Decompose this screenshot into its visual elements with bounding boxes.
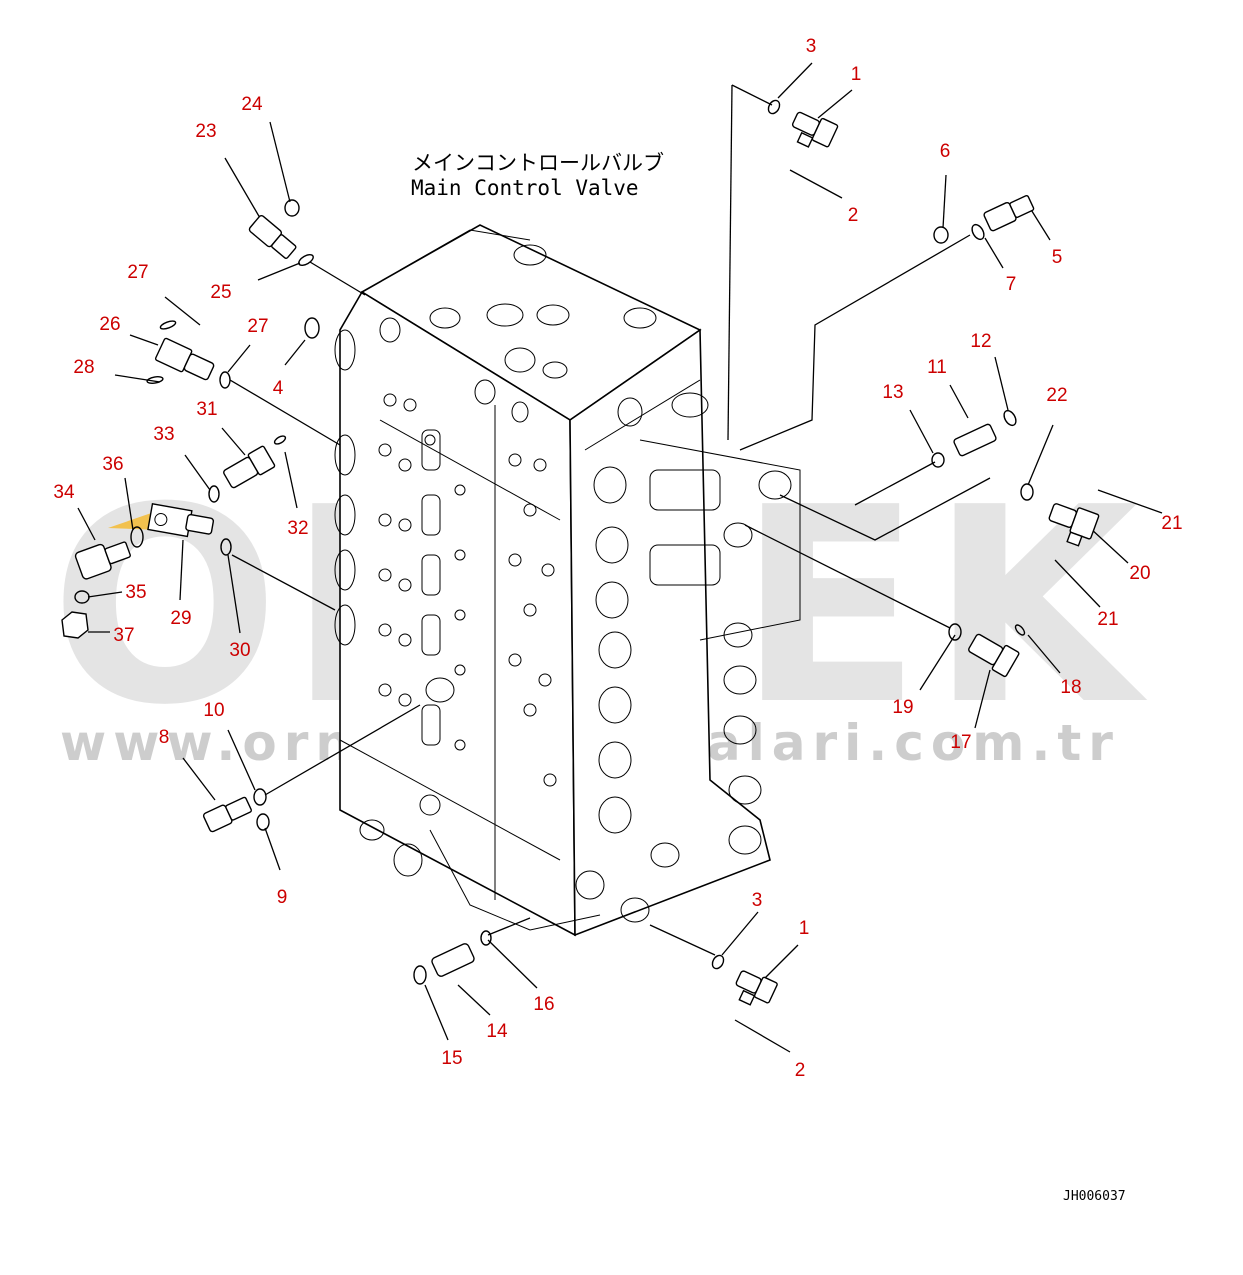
callout-14: 14 xyxy=(486,1021,508,1042)
drawing-code: JH006037 xyxy=(1063,1189,1126,1204)
callout-2: 2 xyxy=(795,1060,806,1081)
callout-10: 10 xyxy=(203,700,224,721)
callout-2: 2 xyxy=(848,205,859,226)
title-english: Main Control Valve xyxy=(411,176,639,200)
title-japanese: メインコントロールバルブ xyxy=(412,151,664,175)
callout-6: 6 xyxy=(940,141,951,162)
callout-36: 36 xyxy=(102,454,123,475)
callout-3: 3 xyxy=(752,890,763,911)
callout-9: 9 xyxy=(277,887,288,908)
callout-23: 23 xyxy=(195,121,216,142)
callout-32: 32 xyxy=(287,518,308,539)
callout-18: 18 xyxy=(1060,677,1081,698)
callout-33: 33 xyxy=(153,424,174,445)
callout-21: 21 xyxy=(1161,513,1182,534)
callout-11: 11 xyxy=(927,357,947,378)
callout-13: 13 xyxy=(882,382,903,403)
callout-20: 20 xyxy=(1129,563,1150,584)
watermark-accent xyxy=(108,510,160,530)
callout-30: 30 xyxy=(229,640,250,661)
callout-15: 15 xyxy=(441,1048,462,1069)
callout-21: 21 xyxy=(1097,609,1118,630)
callout-27: 27 xyxy=(127,262,148,283)
callout-8: 8 xyxy=(159,727,170,748)
callout-4: 4 xyxy=(273,378,284,399)
fittings xyxy=(61,111,1100,1006)
callout-1: 1 xyxy=(851,64,862,85)
callout-22: 22 xyxy=(1046,385,1067,406)
callout-16: 16 xyxy=(533,994,554,1015)
callout-31: 31 xyxy=(196,399,217,420)
callout-24: 24 xyxy=(241,94,263,115)
callout-34: 34 xyxy=(53,482,75,503)
callout-1: 1 xyxy=(799,918,810,939)
callout-19: 19 xyxy=(892,697,913,718)
callout-25: 25 xyxy=(210,282,231,303)
leader-lines xyxy=(77,62,1163,1053)
callout-5: 5 xyxy=(1052,247,1063,268)
main-control-valve-body xyxy=(334,224,801,937)
callout-7: 7 xyxy=(1006,274,1017,295)
callout-17: 17 xyxy=(950,732,971,753)
callout-28: 28 xyxy=(73,357,94,378)
callout-27: 27 xyxy=(247,316,268,337)
callout-12: 12 xyxy=(970,331,991,352)
callout-35: 35 xyxy=(125,582,146,603)
callout-37: 37 xyxy=(113,625,134,646)
callout-26: 26 xyxy=(99,314,120,335)
callout-3: 3 xyxy=(806,36,817,57)
callout-29: 29 xyxy=(170,608,191,629)
o-rings xyxy=(74,99,1034,985)
